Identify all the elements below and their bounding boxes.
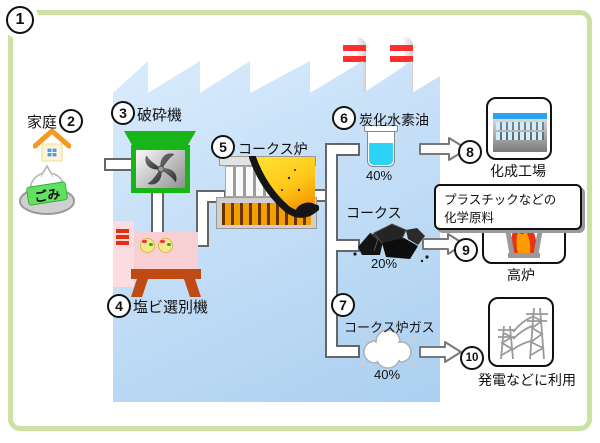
crusher-number-badge: 3 [111,101,135,125]
frame-number: 1 [15,11,25,28]
chemical-plant-number-badge: 8 [458,140,482,164]
pipe [196,190,209,247]
sorter-number: 4 [115,298,123,314]
coke-oven-number-badge: 5 [211,135,235,159]
bubble-line1: プラスチックなどの [444,193,557,207]
power-number-badge: 10 [460,346,484,370]
power-label: 発電などに利用 [478,372,576,388]
gas-number: 7 [339,297,347,313]
blast-furnace-label: 高炉 [507,267,535,283]
chimney-stripe [343,56,366,62]
bubble-line2: 化学原料 [444,211,495,226]
chimney-stripe [343,45,366,51]
sorter-stripe [116,235,129,239]
blast-furnace-number-badge: 9 [454,238,478,262]
gas-label: コークス炉ガス [344,320,435,335]
crusher-number: 3 [119,105,127,121]
sorter-stand [131,269,201,279]
coke-label: コークス [346,205,402,221]
blast-furnace-number: 9 [462,242,470,258]
crusher-icon [131,145,190,193]
pipe [336,143,360,156]
crusher-label: 破砕機 [137,107,183,124]
oil-percent: 40% [366,168,393,183]
coke-oven-number: 5 [219,139,227,155]
chimney-stripe [390,45,413,51]
household-number: 2 [67,113,75,129]
diagram-frame [8,10,592,431]
oil-number-badge: 6 [332,106,356,130]
plant-roof-stripe [493,113,547,119]
plant-building [493,119,547,152]
sorter-label: 塩ビ選別機 [133,299,209,316]
sorter-icon [134,232,198,271]
arrow-right-icon [419,340,463,364]
chimney-stripe [390,56,413,62]
coke-percent: 20% [371,256,398,271]
frame-number-badge: 1 [6,6,34,34]
sorter-tower [113,221,134,287]
coke-oven-icon [249,156,319,224]
bubble-note: プラスチックなどの 化学原料 [434,184,582,230]
gas-number-badge: 7 [331,293,355,317]
house-icon [33,127,71,165]
power-pylon-icon [488,297,554,367]
oil-number: 6 [340,110,348,126]
crusher-funnel [124,131,196,146]
oil-label: 炭化水素油 [359,112,429,128]
chemical-plant-icon [486,97,552,160]
pipe [104,158,133,171]
oil-liquid [369,143,393,165]
oil-jar-body [367,131,395,167]
gas-percent: 40% [374,367,401,382]
pipe [336,239,360,252]
chemical-plant-number: 8 [466,144,474,160]
sorter-dial [158,238,173,253]
pipe [151,189,164,235]
sorter-stripe [116,241,129,245]
sorter-stripe [116,229,129,233]
pipe [336,345,360,358]
sorter-dial [140,238,155,253]
power-number: 10 [465,352,479,364]
sorter-number-badge: 4 [107,294,131,318]
coke-oven-label: コークス炉 [238,141,308,157]
gas-cloud-icon [357,324,419,374]
household-number-badge: 2 [59,109,83,133]
chemical-plant-label: 化成工場 [490,163,546,179]
coke-lumps-icon [352,217,430,267]
household-label: 家庭 [27,114,58,131]
